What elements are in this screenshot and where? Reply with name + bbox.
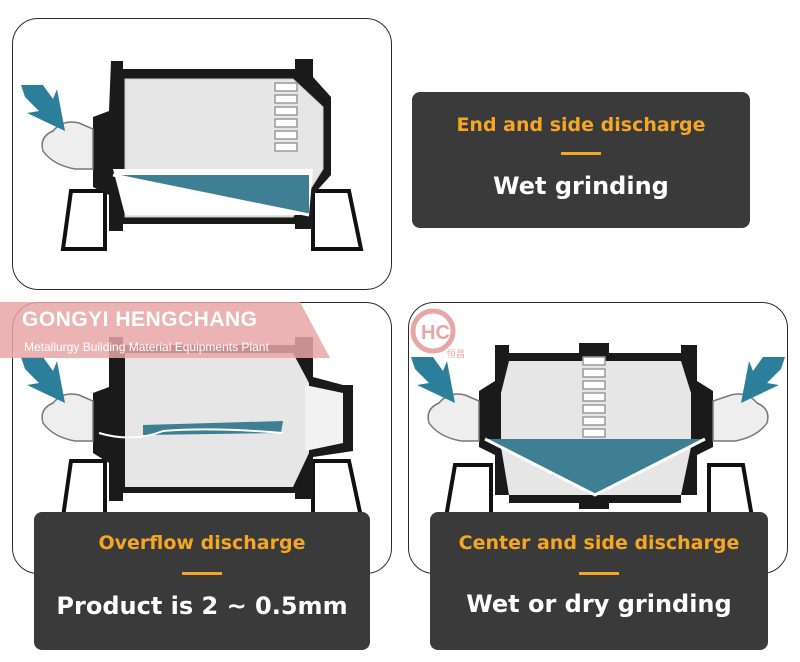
card-overflow-discharge: Overflow discharge Product is 2 ~ 0.5mm [34, 512, 370, 650]
card-subtitle: Wet or dry grinding [466, 590, 732, 618]
support-left [60, 189, 107, 251]
feed-arrow-right [741, 357, 785, 403]
slurry-fill [485, 439, 705, 495]
card-title: End and side discharge [456, 114, 706, 136]
inlet-pipe [41, 393, 94, 442]
support-right [311, 189, 364, 251]
feed-arrow [21, 357, 65, 403]
card-divider [561, 152, 601, 155]
card-divider [182, 572, 222, 575]
svg-text:HC: HC [421, 322, 450, 344]
inlet-pipe [41, 121, 94, 170]
mill-diagram-end-side [12, 18, 392, 290]
card-subtitle: Product is 2 ~ 0.5mm [56, 592, 348, 620]
watermark-banner [0, 302, 330, 358]
card-subtitle: Wet grinding [493, 172, 669, 200]
feed-arrow [21, 85, 65, 131]
inlet-pipe-right [712, 393, 769, 442]
mill-shell [125, 353, 309, 487]
company-logo: HC 恒昌 [410, 308, 465, 360]
feed-arrow-left [411, 357, 455, 403]
card-title: Center and side discharge [458, 532, 740, 554]
support-left [60, 459, 107, 519]
card-center-side-discharge: Center and side discharge Wet or dry gri… [430, 512, 768, 650]
mill-illustration [21, 59, 364, 251]
mill-illustration [411, 343, 785, 525]
mill-illustration [21, 337, 364, 519]
svg-text:恒昌: 恒昌 [447, 348, 465, 360]
card-end-side-discharge: End and side discharge Wet grinding [412, 92, 750, 228]
watermark-tagline: Metallurgy Building Material Equipments … [24, 340, 269, 354]
card-divider [579, 572, 619, 575]
watermark-company-name: GONGYI HENGCHANG [22, 308, 258, 331]
card-title: Overflow discharge [98, 532, 306, 554]
support-right [311, 459, 364, 519]
